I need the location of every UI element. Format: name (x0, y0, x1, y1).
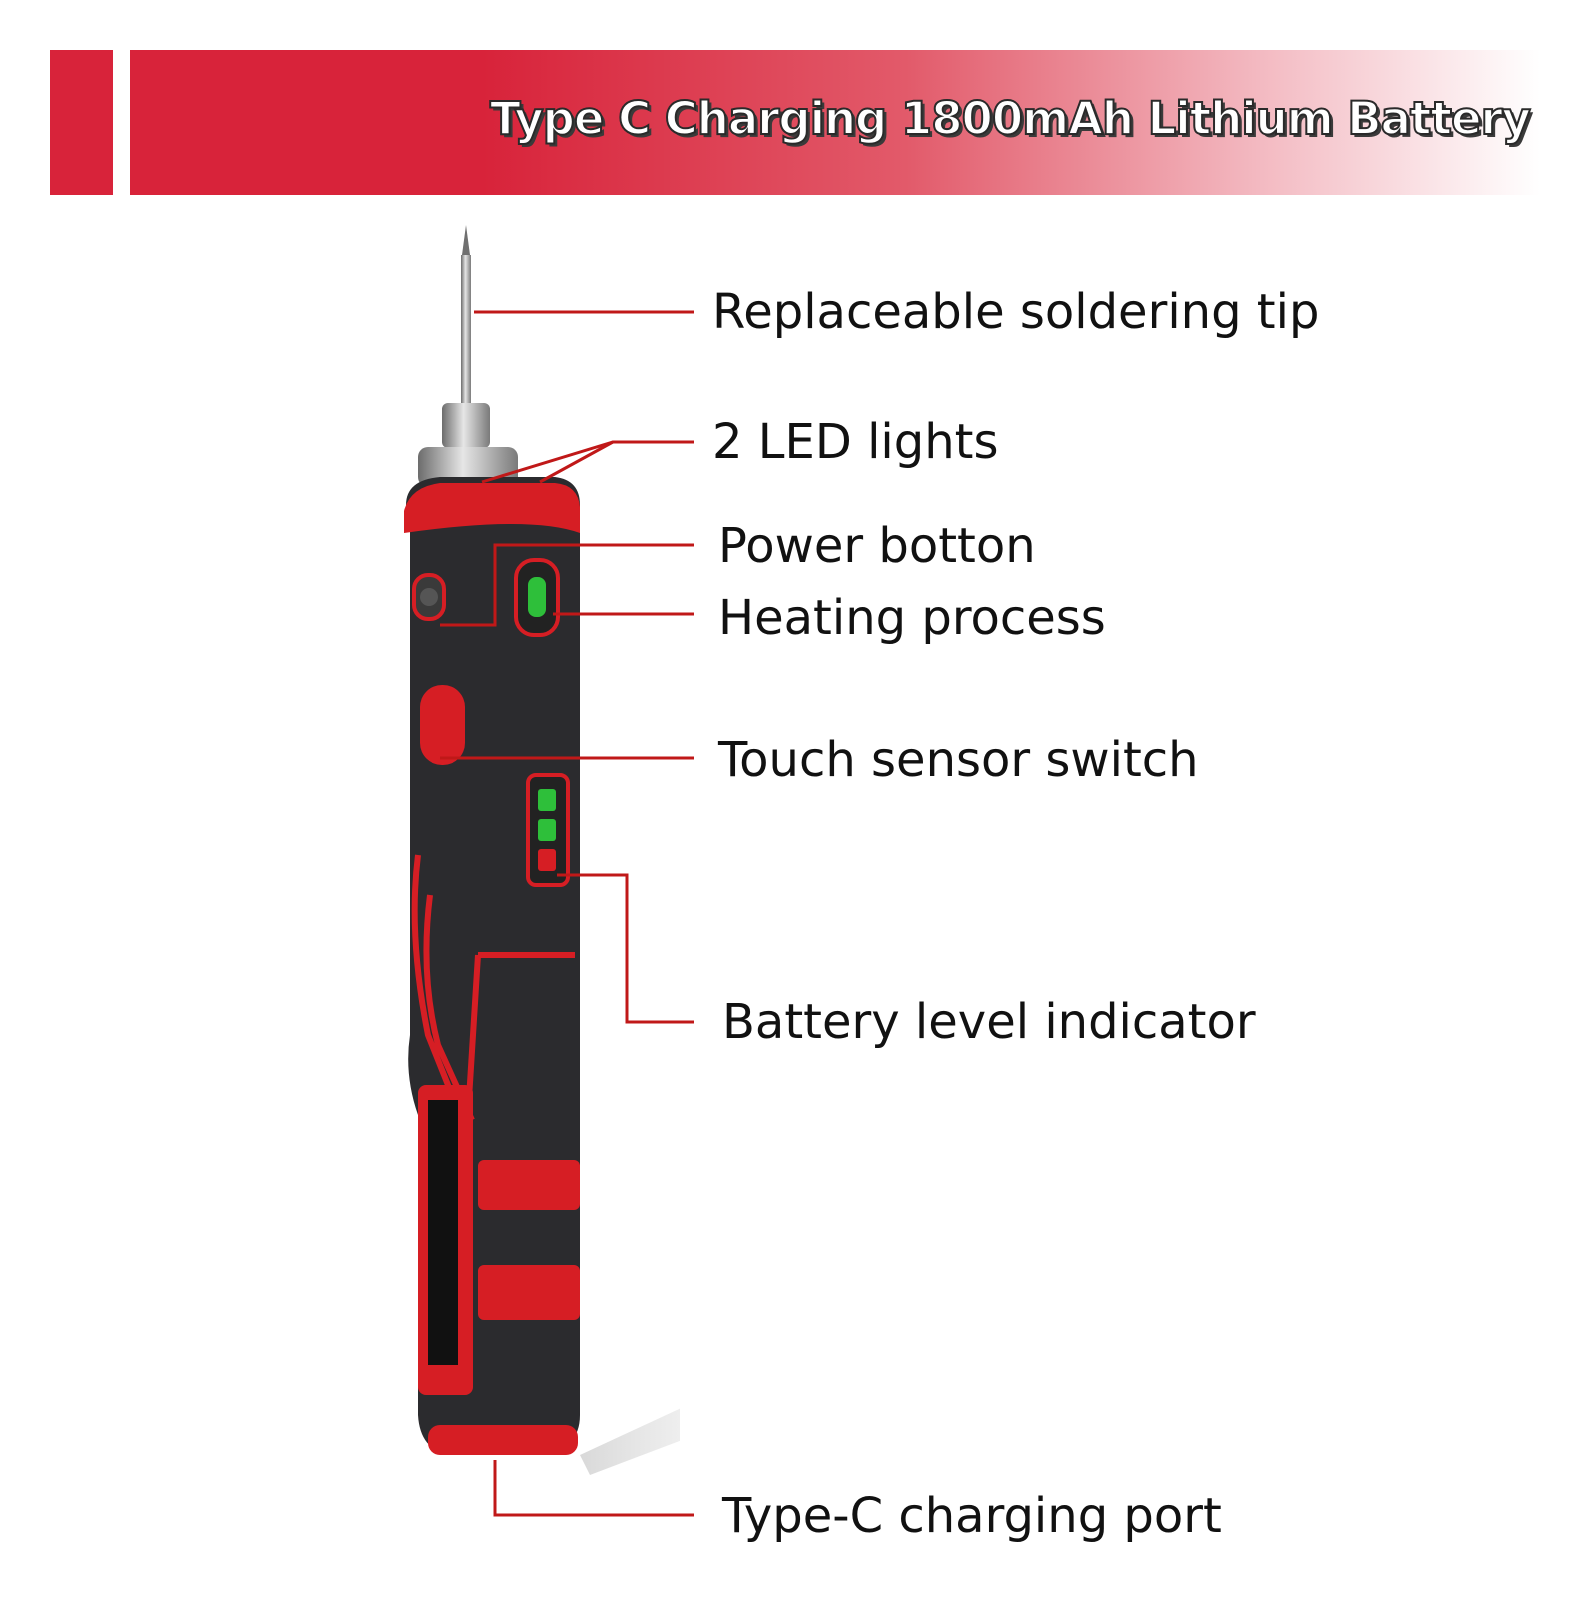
base-cap (428, 1425, 578, 1455)
battery-led-2 (538, 819, 556, 841)
callout-led-lights: 2 LED lights (712, 414, 999, 470)
power-button-knob (420, 588, 438, 606)
banner-accent-block (50, 50, 113, 195)
side-trim (411, 854, 475, 1122)
grip-band-2 (478, 1265, 580, 1320)
side-window (428, 1100, 458, 1365)
ground-shadow (580, 1408, 680, 1475)
grip-band-1 (478, 1160, 580, 1210)
heating-led (528, 577, 546, 617)
banner-title: Type C Charging 1800mAh Lithium Battery (489, 91, 1532, 146)
callout-battery-indicator: Battery level indicator (722, 994, 1256, 1050)
soldering-tip (461, 225, 471, 405)
callout-charging-port: Type-C charging port (722, 1488, 1222, 1544)
callout-heating-process: Heating process (718, 590, 1106, 646)
touch-sensor-switch (420, 685, 465, 765)
callout-soldering-tip: Replaceable soldering tip (712, 284, 1320, 340)
callout-power-button: Power botton (718, 518, 1036, 574)
tip-nut (418, 403, 518, 487)
callout-touch-sensor: Touch sensor switch (718, 732, 1199, 788)
battery-led-3 (538, 849, 556, 871)
battery-led-1 (538, 789, 556, 811)
top-collar (404, 483, 580, 533)
soldering-iron-illustration (404, 225, 680, 1475)
banner-bar (130, 50, 1540, 195)
